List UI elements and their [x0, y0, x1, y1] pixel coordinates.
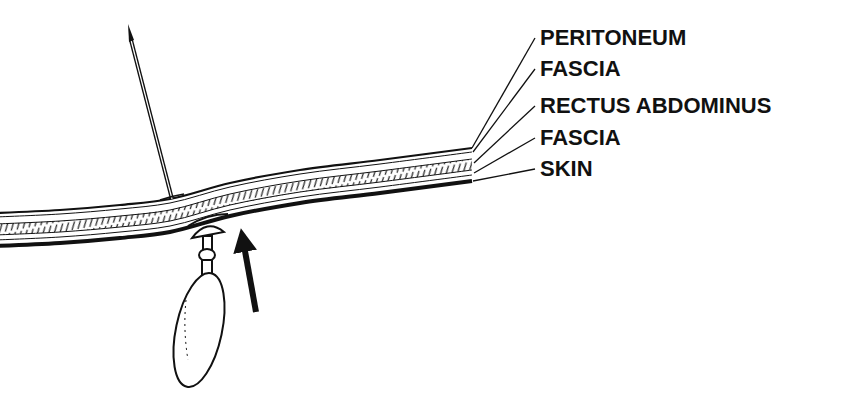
- layer-label: FASCIA: [540, 127, 621, 149]
- leader-lines: [472, 38, 535, 181]
- layer-label: RECTUS ABDOMINUS: [540, 95, 771, 117]
- leader-line: [473, 169, 535, 181]
- layer-label: FASCIA: [540, 58, 621, 80]
- leader-line: [473, 69, 535, 152]
- leader-line: [472, 38, 535, 148]
- leader-line: [474, 138, 535, 173]
- instrument: [164, 226, 233, 391]
- needle: [128, 24, 184, 200]
- layer-line: [0, 181, 472, 246]
- layer-label: SKIN: [540, 158, 593, 180]
- leader-line: [474, 106, 535, 163]
- wall-body: [0, 148, 472, 246]
- layer-line: [0, 170, 472, 235]
- abdominal-wall: [0, 148, 472, 246]
- skin-bulge: [188, 214, 228, 226]
- push-arrow: [243, 240, 256, 312]
- layer-label: PERITONEUM: [540, 27, 686, 49]
- layer-line: [0, 175, 472, 240]
- rectus-muscle: [0, 159, 472, 235]
